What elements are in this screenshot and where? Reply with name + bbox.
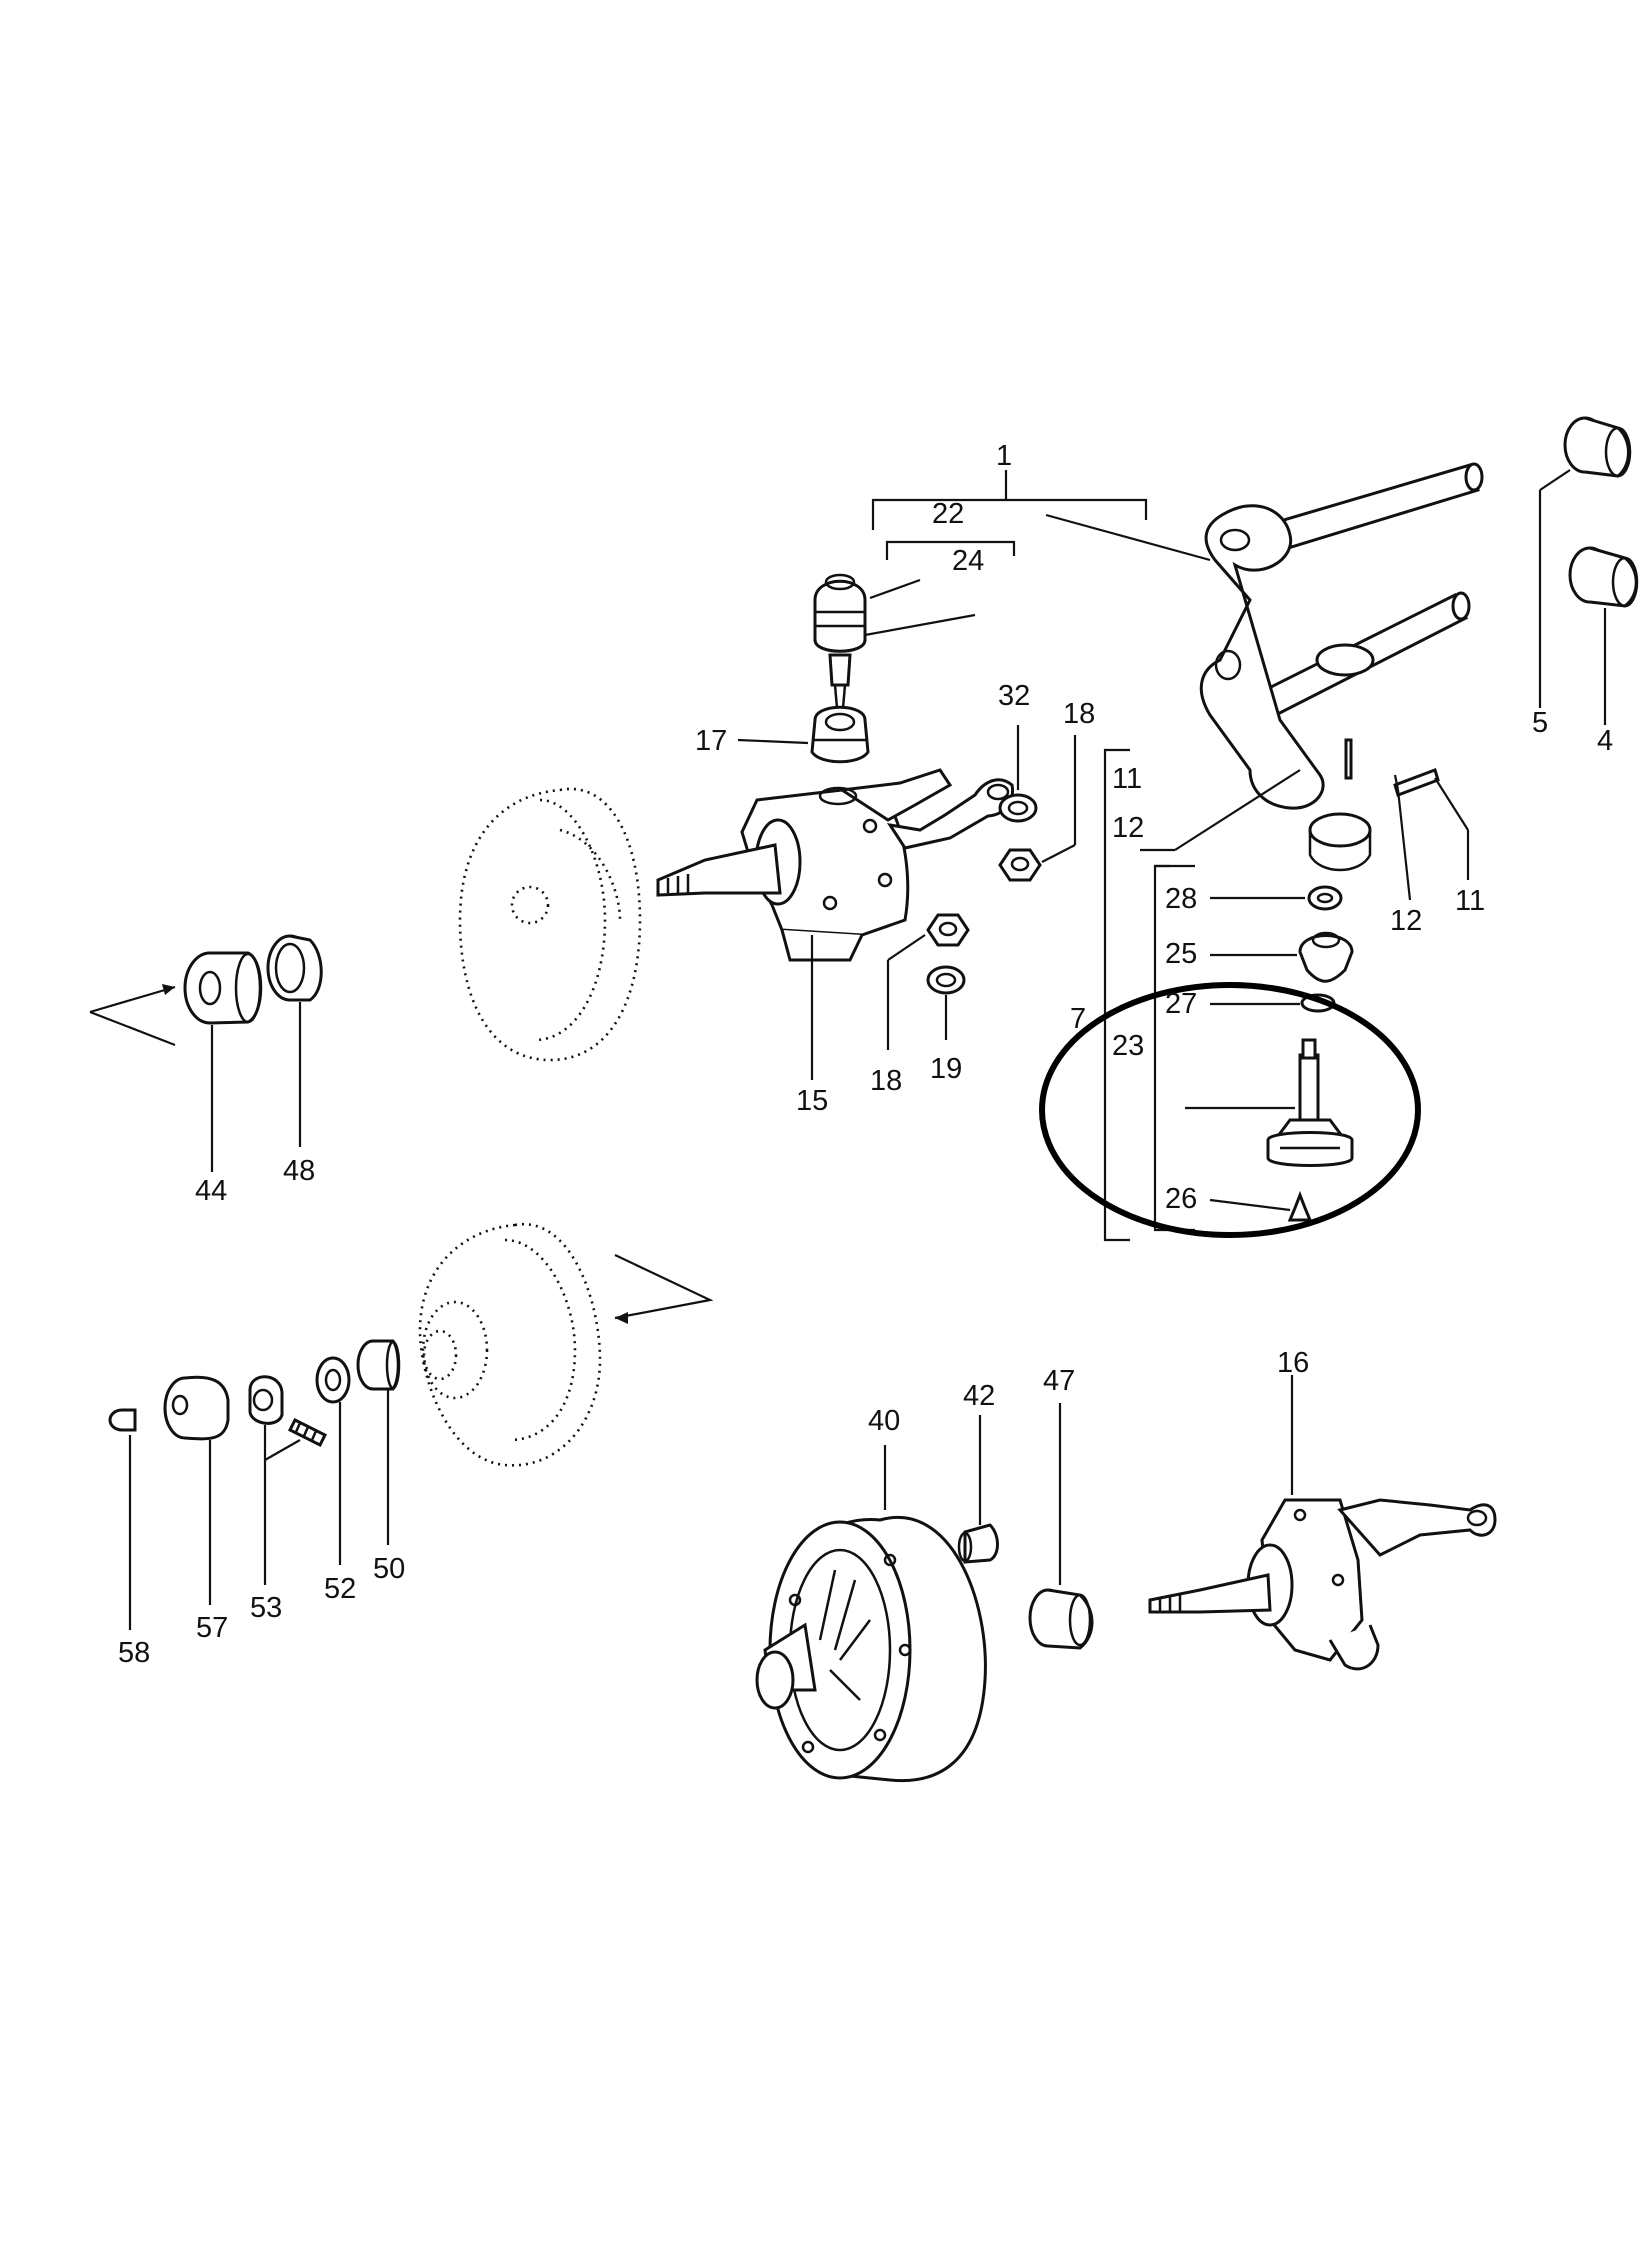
brake-drum-40 [755,1516,987,1783]
bush-5 [1563,416,1632,478]
bush-4 [1568,546,1639,608]
steering-knuckle-15 [656,768,1015,962]
bracket-1 [871,470,1148,530]
label-40: 40 [868,1405,900,1437]
arrow-to-44 [89,984,176,1047]
label-12b: 12 [1390,905,1422,937]
cap-57 [163,1375,230,1441]
seal-47 [1028,1588,1094,1650]
label-4: 4 [1597,725,1613,757]
label-17: 17 [695,725,727,757]
label-16: 16 [1277,1347,1309,1379]
bracket-22 [885,540,1016,560]
label-11b: 11 [1455,885,1485,917]
ball-joint-23 [1266,1038,1354,1167]
label-48: 48 [283,1155,315,1187]
leader-lines [128,469,1607,1630]
nut-18-upper [998,848,1042,882]
label-53: 53 [250,1592,282,1624]
ball-joint-24 [813,573,867,710]
label-52: 52 [324,1573,356,1605]
label-12a: 12 [1112,812,1144,844]
label-1: 1 [996,440,1012,472]
boot-25 [1298,931,1354,983]
label-18b: 18 [870,1065,902,1097]
label-25: 25 [1165,938,1197,970]
nut-18-lower [926,913,970,947]
label-11a: 11 [1112,763,1142,795]
label-58: 58 [118,1637,150,1669]
label-42: 42 [963,1380,995,1412]
grease-nipple-26 [1287,1190,1313,1222]
brake-backing-plate-outline [458,787,642,1062]
label-7: 7 [1070,1003,1086,1035]
highlight-circle [1039,982,1421,1238]
label-32: 32 [998,680,1030,712]
label-23: 23 [1112,1030,1144,1062]
arrow-to-drum [614,1254,714,1324]
part-labels: 1 22 24 17 32 18 11 12 5 4 12 11 28 25 2… [118,440,1613,1669]
seal-48 [266,934,323,1002]
label-24: 24 [952,545,984,577]
bush-17 [810,705,870,764]
nut-clamp-53 [248,1375,328,1448]
bearing-50 [356,1339,401,1391]
brake-disc-outline [418,1222,602,1467]
seal-28 [1307,885,1343,911]
washer-19 [926,965,966,995]
label-19: 19 [930,1053,962,1085]
steering-knuckle-16 [1148,1498,1497,1671]
label-57: 57 [196,1612,228,1644]
axle-beam [1199,462,1484,872]
bearing-44 [183,951,263,1025]
label-22: 22 [932,498,964,530]
label-44: 44 [195,1175,227,1207]
washer-32 [998,793,1038,823]
bolt-58 [108,1408,137,1432]
washer-52 [315,1356,351,1404]
label-26: 26 [1165,1183,1197,1215]
label-5: 5 [1532,707,1548,739]
label-27: 27 [1165,988,1197,1020]
nut-42 [957,1523,999,1564]
label-28: 28 [1165,883,1197,915]
label-15: 15 [796,1085,828,1117]
label-50: 50 [373,1553,405,1585]
label-18a: 18 [1063,698,1095,730]
label-47: 47 [1043,1365,1075,1397]
